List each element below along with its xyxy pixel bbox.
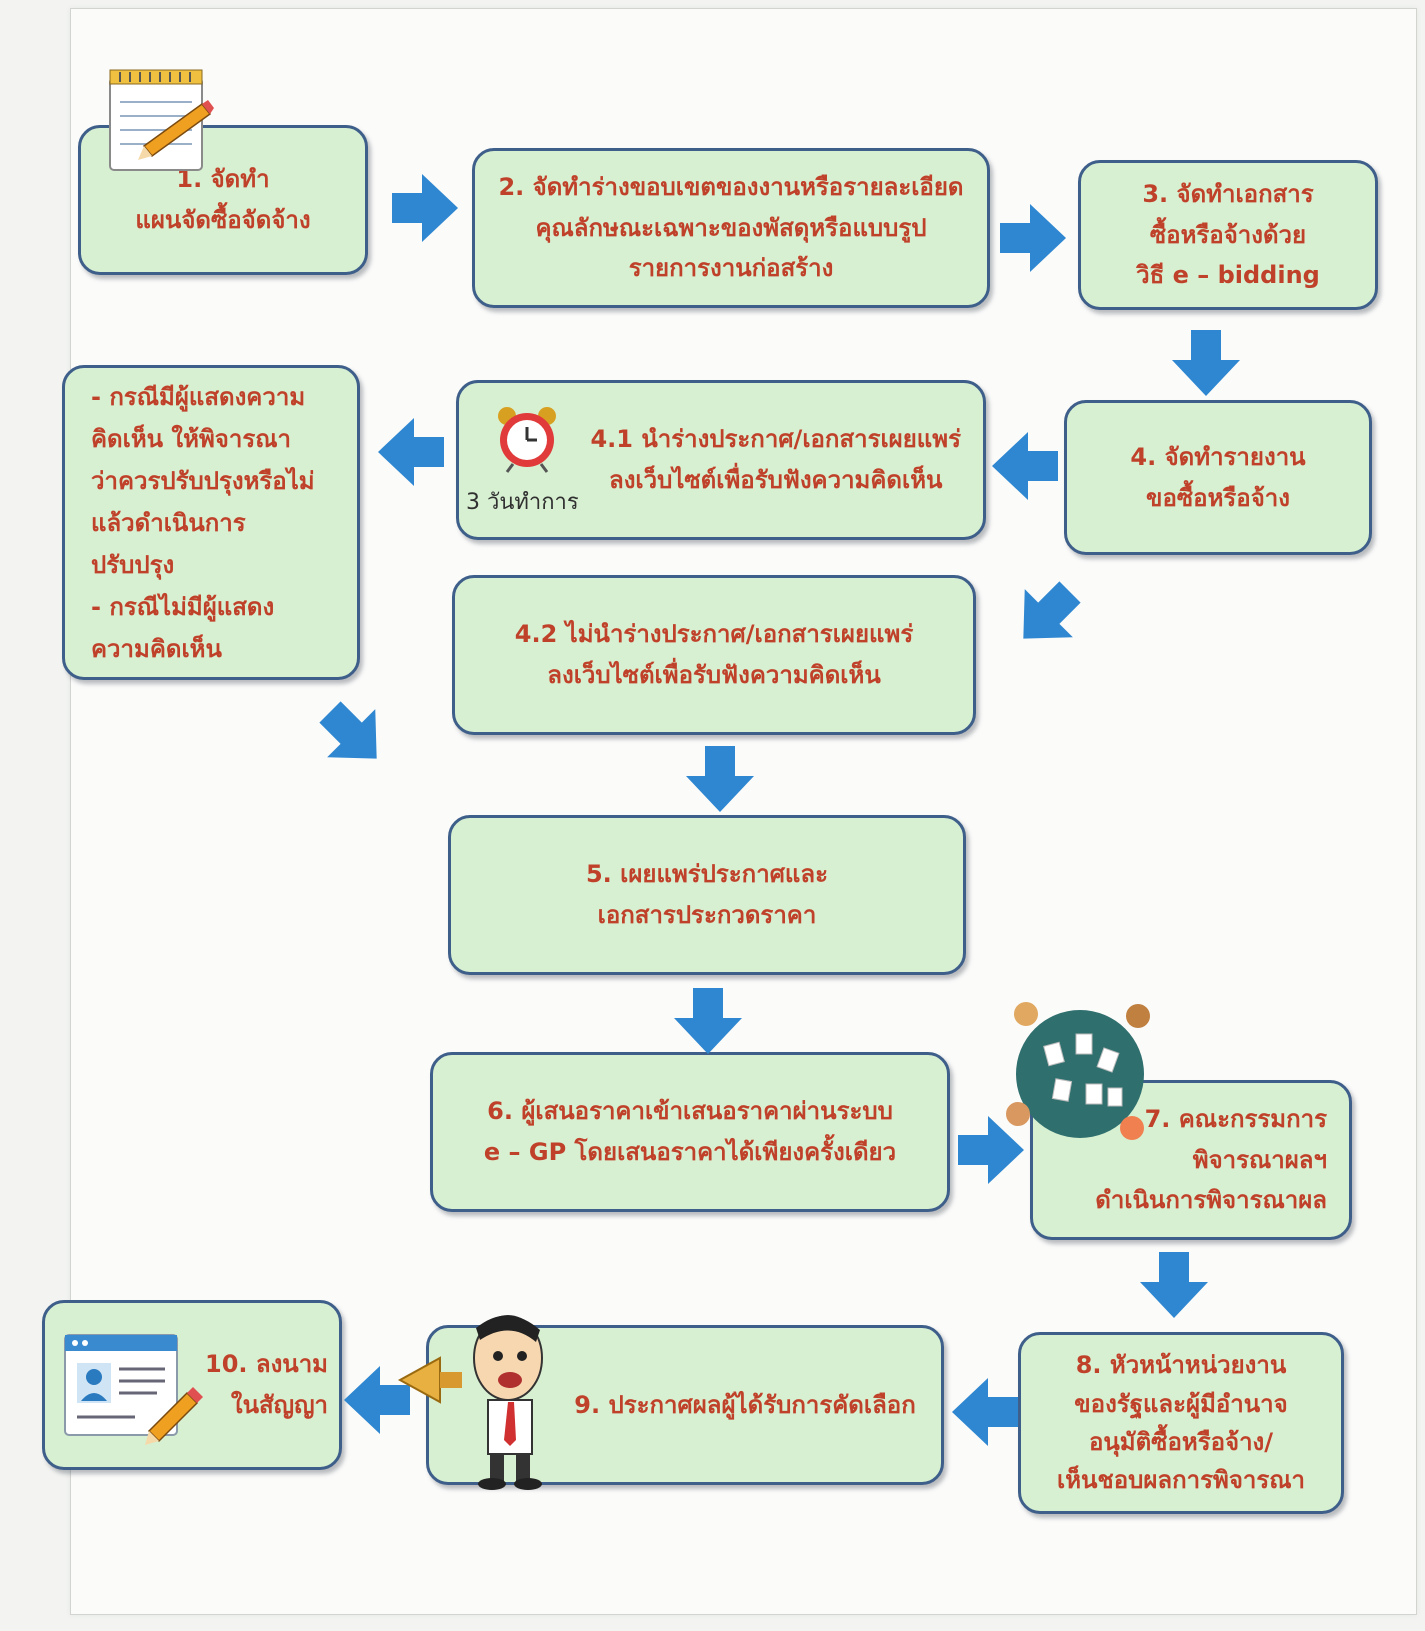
step-10-label: 10. ลงนาม ในสัญญา bbox=[205, 1350, 328, 1419]
step-8-label: 8. หัวหน้าหน่วยงาน ของรัฐและผู้มีอำนาจ อ… bbox=[1056, 1351, 1306, 1495]
arrow-9-to-10 bbox=[344, 1366, 410, 1434]
megaphone-man-icon bbox=[397, 1315, 543, 1490]
arrow-4-1-to-note bbox=[378, 418, 444, 486]
arrow-note-to-5 bbox=[305, 687, 401, 783]
arrow-4-to-4-2 bbox=[999, 567, 1095, 663]
step-4-label: 4. จัดทำรายงาน ขอซื้อหรือจ้าง bbox=[1130, 442, 1306, 512]
arrow-1-to-2 bbox=[392, 174, 458, 242]
step-3-label: 3. จัดทำเอกสาร ซื้อหรือจ้างด้วย วิธี e –… bbox=[1136, 179, 1320, 290]
step-3-box: 3. จัดทำเอกสาร ซื้อหรือจ้างด้วย วิธี e –… bbox=[1078, 160, 1378, 310]
step-4-1-duration: 3 วันทำการ bbox=[466, 490, 579, 515]
step-5-label: 5. เผยแพร่ประกาศและ เอกสารประกวดราคา bbox=[585, 860, 828, 929]
step-10-box: 10. ลงนาม ในสัญญา bbox=[42, 1300, 342, 1470]
step-4-1-label: 4.1 นำร่างประกาศ/เอกสารเผยแพร่ ลงเว็บไซต… bbox=[590, 425, 961, 494]
step-4-2-box: 4.2 ไม่นำร่างประกาศ/เอกสารเผยแพร่ ลงเว็บ… bbox=[452, 575, 976, 735]
arrow-3-to-4 bbox=[1172, 330, 1240, 396]
comment-note-box: - กรณีมีผู้แสดงความ คิดเห็น ให้พิจารณา ว… bbox=[62, 365, 360, 680]
arrow-5-to-6 bbox=[674, 988, 742, 1054]
arrow-6-to-7 bbox=[958, 1116, 1024, 1184]
step-6-label: 6. ผู้เสนอราคาเข้าเสนอราคาผ่านระบบ e – G… bbox=[483, 1097, 897, 1166]
step-2-label: 2. จัดทำร่างขอบเขตของงานหรือรายละเอียด ค… bbox=[498, 172, 964, 283]
step-5-box: 5. เผยแพร่ประกาศและ เอกสารประกวดราคา bbox=[448, 815, 966, 975]
step-2-box: 2. จัดทำร่างขอบเขตของงานหรือรายละเอียด ค… bbox=[472, 148, 990, 308]
meeting-table-icon bbox=[1006, 1002, 1150, 1140]
arrow-4-to-4-1 bbox=[992, 432, 1058, 500]
step-7-label: 7. คณะกรรมการ พิจารณาผลฯ ดำเนินการพิจารณ… bbox=[1095, 1104, 1327, 1215]
comment-note-label: - กรณีมีผู้แสดงความ คิดเห็น ให้พิจารณา ว… bbox=[91, 383, 315, 663]
step-8-box: 8. หัวหน้าหน่วยงาน ของรัฐและผู้มีอำนาจ อ… bbox=[1018, 1332, 1344, 1514]
arrow-4-2-to-5 bbox=[686, 746, 754, 812]
arrow-7-to-8 bbox=[1140, 1252, 1208, 1318]
arrow-2-to-3 bbox=[1000, 204, 1066, 272]
step-4-box: 4. จัดทำรายงาน ขอซื้อหรือจ้าง bbox=[1064, 400, 1372, 555]
contract-document-icon bbox=[64, 1334, 203, 1445]
step-6-box: 6. ผู้เสนอราคาเข้าเสนอราคาผ่านระบบ e – G… bbox=[430, 1052, 950, 1212]
step-9-label: 9. ประกาศผลผู้ได้รับการคัดเลือก bbox=[574, 1390, 916, 1419]
alarm-clock-icon bbox=[498, 407, 556, 473]
step-1-label: 1. จัดทำ แผนจัดซื้อจัดจ้าง bbox=[135, 165, 311, 234]
step-4-2-label: 4.2 ไม่นำร่างประกาศ/เอกสารเผยแพร่ ลงเว็บ… bbox=[514, 620, 914, 689]
arrow-8-to-9 bbox=[952, 1378, 1018, 1446]
notepad-pencil-icon bbox=[109, 69, 214, 171]
